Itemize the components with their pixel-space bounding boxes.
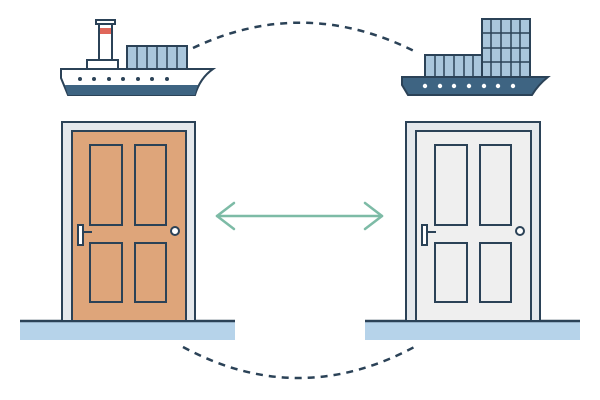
left-door — [20, 121, 235, 340]
container-ship-icon — [401, 18, 551, 96]
door-knob-icon — [515, 226, 525, 236]
cargo-ship-icon — [60, 19, 217, 96]
door-knob-icon — [170, 226, 180, 236]
door-handle-icon — [77, 224, 84, 246]
right-door — [365, 121, 580, 340]
top-dashed-arc — [192, 21, 419, 55]
door-handle-icon — [421, 224, 428, 246]
double-arrow-icon — [215, 201, 384, 231]
bottom-dashed-arc — [182, 343, 419, 380]
